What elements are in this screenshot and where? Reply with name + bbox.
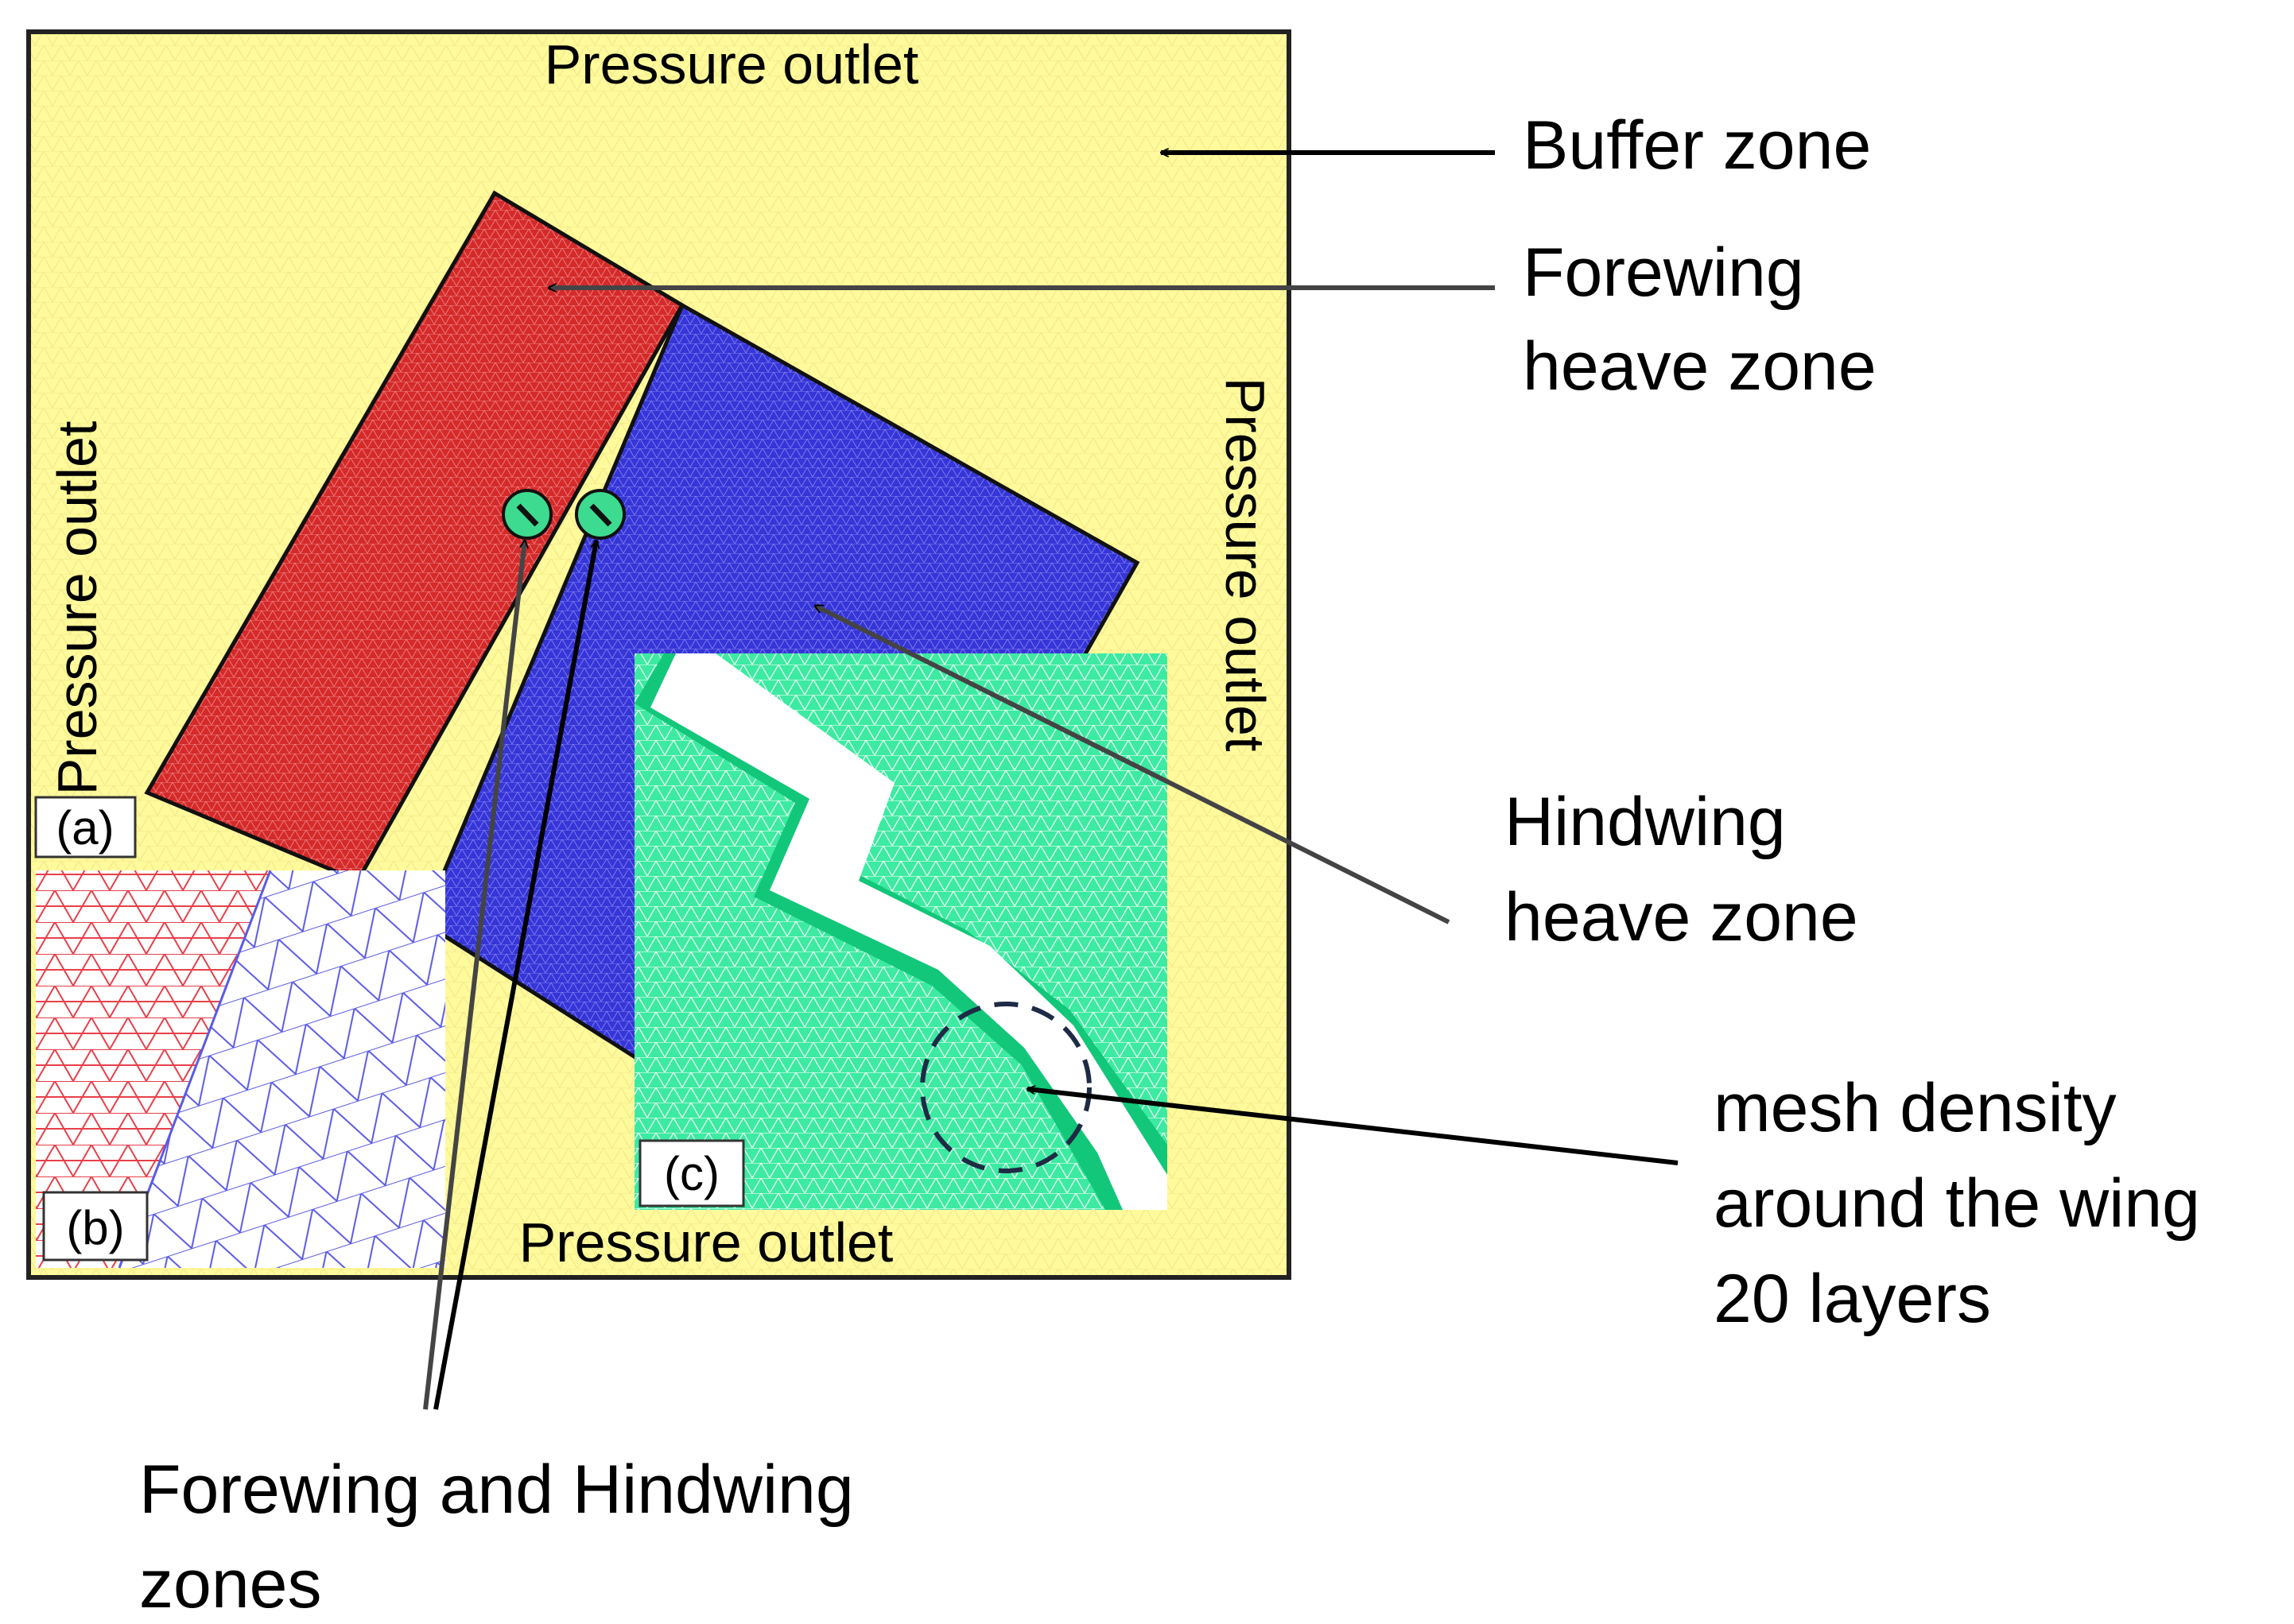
panel-label-a: (a) xyxy=(34,796,137,859)
inset-c-wing-mesh xyxy=(635,653,1167,1210)
mesh-density-label-line2: around the wing xyxy=(1714,1165,2200,1242)
forewing-zone-arrow xyxy=(423,541,525,1410)
hindwing-zone xyxy=(575,489,626,540)
wing-zones-label-line1: Forewing and Hindwing xyxy=(139,1452,854,1528)
pressure-outlet-right: Pressure outlet xyxy=(1214,378,1276,752)
forewing-heave-label-line2: heave zone xyxy=(1523,328,1877,405)
svg-text:(a): (a) xyxy=(56,801,114,855)
buffer-zone-label: Buffer zone xyxy=(1523,107,1871,184)
pressure-outlet-left: Pressure outlet xyxy=(46,421,108,796)
forewing-heave-label-line1: Forewing xyxy=(1523,234,1804,311)
mesh-density-arrow xyxy=(1027,1089,1679,1165)
hindwing-zone-arrow xyxy=(433,541,596,1410)
panel-label-b: (b) xyxy=(42,1191,149,1262)
pressure-outlet-bottom: Pressure outlet xyxy=(519,1211,894,1273)
wing-zones-label-line2: zones xyxy=(139,1546,322,1622)
pressure-outlet-top: Pressure outlet xyxy=(545,33,919,95)
svg-text:(b): (b) xyxy=(66,1201,124,1254)
forewing-zone xyxy=(502,489,553,540)
hindwing-heave-label-line1: Hindwing xyxy=(1504,784,1786,860)
mesh-density-circle xyxy=(920,1002,1092,1173)
hindwing-heave-label-line2: heave zone xyxy=(1504,879,1858,955)
mesh-density-label-line1: mesh density xyxy=(1714,1070,2117,1146)
svg-text:(c): (c) xyxy=(664,1147,720,1200)
hindwing-heave-arrow xyxy=(815,603,1450,924)
mesh-density-label-line3: 20 layers xyxy=(1714,1261,1991,1337)
panel-label-c: (c) xyxy=(639,1139,745,1207)
